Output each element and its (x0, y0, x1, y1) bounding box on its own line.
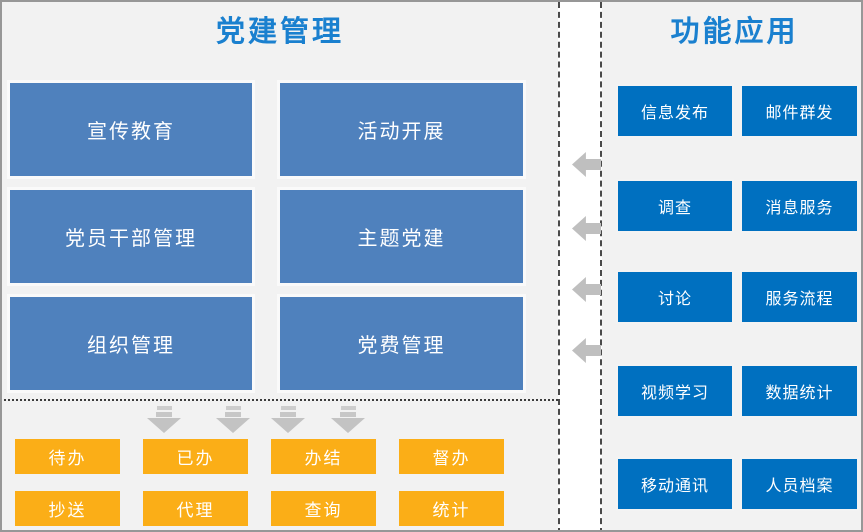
module-box: 主题党建 (277, 187, 526, 286)
left-panel-title: 党建管理 (215, 16, 344, 48)
app-box: 讨论 (616, 270, 734, 324)
down-arrow-icon (331, 406, 365, 434)
down-arrow-icon (271, 406, 305, 434)
panel-divider-gap (558, 2, 602, 530)
module-box: 党员干部管理 (7, 187, 255, 286)
module-box: 组织管理 (7, 294, 255, 393)
task-box: 待办 (15, 439, 120, 474)
task-box: 办结 (271, 439, 376, 474)
left-arrow-icon (572, 216, 601, 241)
task-box: 查询 (271, 491, 376, 526)
app-box: 视频学习 (616, 364, 734, 418)
right-panel-title: 功能应用 (670, 16, 799, 48)
app-box: 邮件群发 (740, 84, 859, 138)
task-box: 督办 (399, 439, 504, 474)
down-arrow-icon (147, 406, 181, 434)
app-box: 数据统计 (740, 364, 859, 418)
task-box: 抄送 (15, 491, 120, 526)
task-box: 统计 (399, 491, 504, 526)
app-box: 人员档案 (740, 457, 859, 511)
down-arrow-icon (216, 406, 250, 434)
left-arrow-icon (572, 277, 601, 302)
module-box: 党费管理 (277, 294, 526, 393)
app-box: 消息服务 (740, 179, 859, 233)
module-box: 宣传教育 (7, 80, 255, 179)
dotted-divider (4, 399, 558, 401)
app-box: 信息发布 (616, 84, 734, 138)
app-box: 服务流程 (740, 270, 859, 324)
app-box: 调查 (616, 179, 734, 233)
task-box: 已办 (143, 439, 248, 474)
task-box: 代理 (143, 491, 248, 526)
module-box: 活动开展 (277, 80, 526, 179)
left-arrow-icon (572, 152, 601, 177)
left-arrow-icon (572, 338, 601, 363)
app-box: 移动通讯 (616, 457, 734, 511)
